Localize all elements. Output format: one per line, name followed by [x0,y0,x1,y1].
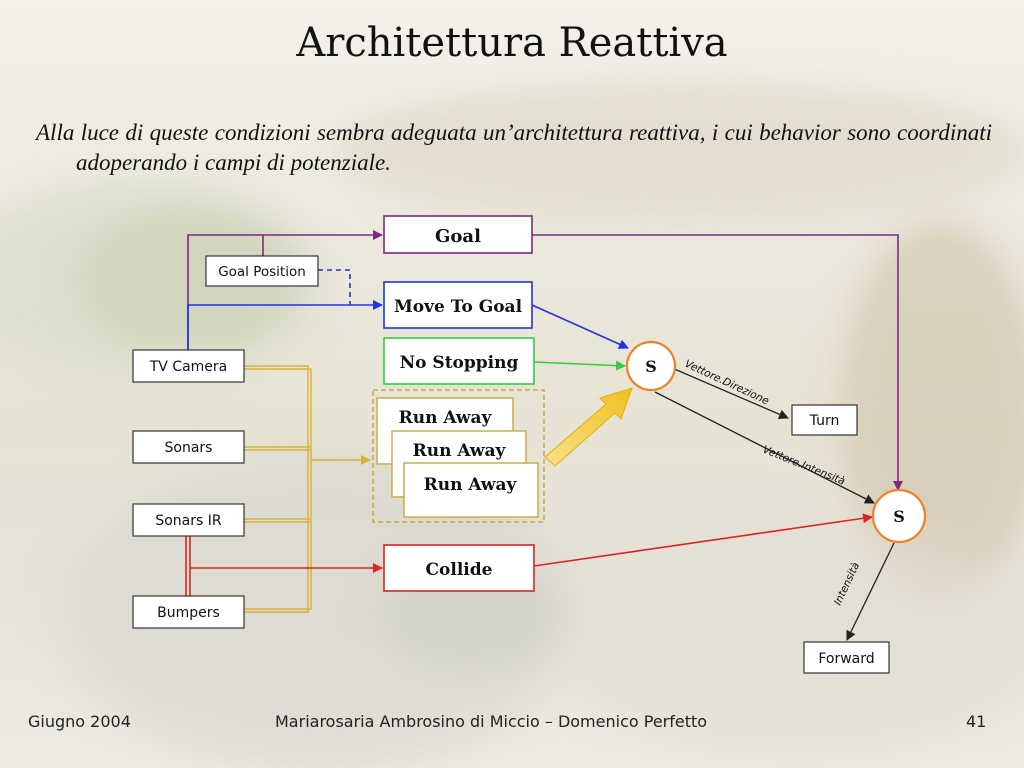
summation-label: S [645,357,657,376]
sensor-label: TV Camera [149,359,228,375]
goal-position-label: Goal Position [218,264,306,280]
sensor-bumpers: Bumpers [132,595,245,629]
summation-label: S [893,507,905,526]
intro-paragraph: Alla luce di queste condizioni sembra ad… [36,120,992,175]
output-label: Forward [818,651,874,667]
footer-page-number: 41 [966,712,987,731]
behavior-no-stopping: No Stopping [383,337,535,385]
behavior-label: Move To Goal [394,297,523,317]
goal-position-box: Goal Position [205,255,319,287]
behavior-run-away-group: Run Away Run Away Run Away [372,389,545,523]
no-stopping-edge [533,360,626,371]
edge-label-direction: Vettore.Direzione [683,358,771,408]
sensor-tv-camera: TV Camera [132,349,245,383]
slide-title: Architettura Reattiva [296,20,728,66]
footer-authors: Mariarosaria Ambrosino di Miccio – Domen… [275,712,708,731]
output-turn: Turn [791,404,858,436]
behavior-move-to-goal: Move To Goal [383,281,533,329]
sensor-label: Sonars [165,440,213,456]
sensor-sonars-ir: Sonars IR [132,503,245,537]
summation-node-1: S [625,340,677,392]
sensor-label: Bumpers [157,605,220,621]
sensor-sonars: Sonars [132,430,245,464]
behavior-label: Goal [435,226,481,247]
footer-date: Giugno 2004 [28,712,131,731]
run-away-label: Run Away [399,408,493,428]
behavior-label: No Stopping [400,353,519,373]
edge-label-intensity-vector: Vettore.Intensità [761,444,847,488]
behavior-collide: Collide [383,544,535,592]
edge-label-intensity: Intensità [832,561,862,608]
behavior-goal: Goal [383,215,533,254]
move-to-goal-edges [187,269,629,350]
run-away-label: Run Away [424,475,518,495]
run-away-output-arrow [544,387,633,467]
collide-edges [185,513,873,598]
run-away-label: Run Away [413,441,507,461]
sensor-label: Sonars IR [155,513,222,529]
output-forward: Forward [803,641,890,674]
behavior-label: Collide [426,560,493,580]
output-label: Turn [809,413,840,429]
sensor-bus-edges [244,365,371,613]
output-edges [654,367,895,641]
summation-node-2: S [871,488,927,544]
